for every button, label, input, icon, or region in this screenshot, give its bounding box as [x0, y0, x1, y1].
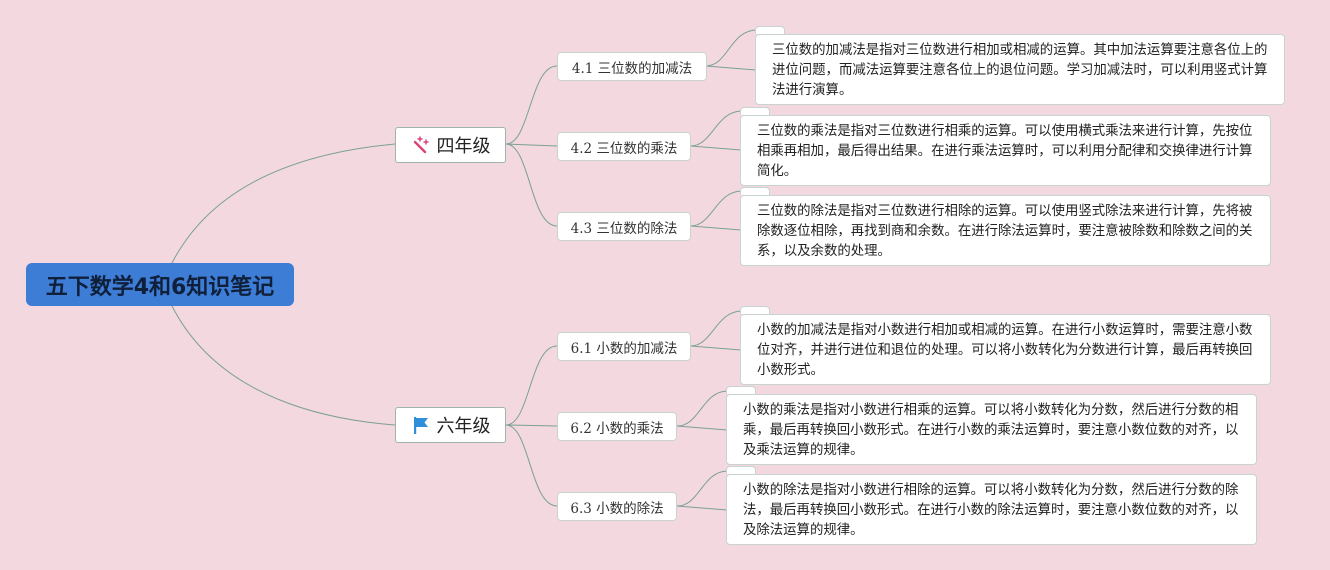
note-tab: [740, 187, 770, 195]
branch-label: 四年级: [436, 136, 491, 157]
note-4-1[interactable]: 三位数的加减法是指对三位数进行相加或相减的运算。其中加法运算要注意各位上的进位问…: [755, 34, 1285, 105]
note-6-1[interactable]: 小数的加减法是指对小数进行相加或相减的运算。在进行小数运算时，需要注意小数位对齐…: [740, 314, 1271, 385]
note-6-2[interactable]: 小数的乘法是指对小数进行相乘的运算。可以将小数转化为分数，然后进行分数的相乘，最…: [726, 394, 1257, 465]
topic-4-2[interactable]: 4.2 三位数的乘法: [557, 132, 691, 161]
note-tab: [740, 107, 770, 115]
note-tab: [726, 466, 756, 474]
branch-grade-6[interactable]: 六年级: [395, 407, 506, 443]
note-tab: [726, 386, 756, 394]
topic-6-1[interactable]: 6.1 小数的加减法: [557, 332, 691, 361]
branch-label: 六年级: [436, 416, 491, 437]
flag-icon: [411, 415, 431, 435]
note-tab: [740, 306, 770, 314]
topic-6-3[interactable]: 6.3 小数的除法: [557, 492, 677, 521]
branch-grade-4[interactable]: 四年级: [395, 127, 506, 163]
note-4-2[interactable]: 三位数的乘法是指对三位数进行相乘的运算。可以使用横式乘法来进行计算，先按位相乘再…: [740, 115, 1271, 186]
note-4-3[interactable]: 三位数的除法是指对三位数进行相除的运算。可以使用竖式除法来进行计算，先将被除数逐…: [740, 195, 1271, 266]
topic-6-2[interactable]: 6.2 小数的乘法: [557, 412, 677, 441]
root-title[interactable]: 五下数学4和6知识笔记: [26, 263, 294, 306]
topic-4-1[interactable]: 4.1 三位数的加减法: [557, 52, 707, 81]
topic-4-3[interactable]: 4.3 三位数的除法: [557, 212, 691, 241]
magic-wand-icon: [411, 135, 431, 155]
note-tab: [755, 26, 785, 34]
note-6-3[interactable]: 小数的除法是指对小数进行相除的运算。可以将小数转化为分数，然后进行分数的除法，最…: [726, 474, 1257, 545]
